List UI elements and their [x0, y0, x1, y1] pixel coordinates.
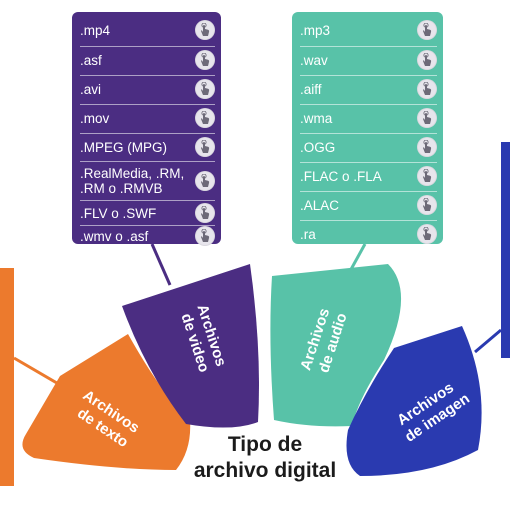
touch-hand-icon[interactable]	[417, 79, 437, 99]
audio-formats-panel: .mp3 .wav .aiff .wma .OGG .FLAC o .FLA .…	[292, 12, 443, 244]
divider	[300, 46, 437, 47]
diagram-title: Tipo de archivo digital	[190, 432, 340, 484]
connector-texto	[13, 356, 63, 388]
connector-video	[150, 243, 172, 286]
touch-hand-icon[interactable]	[195, 203, 215, 223]
divider	[80, 200, 215, 201]
touch-hand-icon[interactable]	[195, 79, 215, 99]
touch-hand-icon[interactable]	[417, 137, 437, 157]
audio-format-label: .FLAC o .FLA	[300, 168, 382, 184]
audio-format-row[interactable]: .wav	[300, 50, 437, 70]
wedge-imagen[interactable]	[346, 326, 482, 476]
divider	[80, 104, 215, 105]
video-format-label: .RealMedia, .RM, .RM o .RMVB	[80, 166, 185, 196]
touch-hand-icon[interactable]	[195, 171, 215, 191]
video-format-row[interactable]: .MPEG (MPG)	[80, 137, 215, 157]
audio-format-row[interactable]: .mp3	[300, 20, 437, 40]
connector-imagen	[474, 328, 502, 354]
audio-format-label: .ra	[300, 226, 316, 242]
divider	[80, 161, 215, 162]
touch-hand-icon[interactable]	[417, 50, 437, 70]
audio-format-label: .wav	[300, 52, 328, 68]
audio-format-label: .wma	[300, 110, 333, 126]
video-format-label: .mov	[80, 110, 110, 126]
divider	[300, 191, 437, 192]
wedge-texto[interactable]	[22, 334, 191, 470]
divider	[80, 75, 215, 76]
video-format-row[interactable]: .wmv o .asf	[80, 226, 215, 246]
video-format-row[interactable]: .RealMedia, .RM, .RM o .RMVB	[80, 166, 215, 196]
touch-hand-icon[interactable]	[195, 50, 215, 70]
divider	[300, 133, 437, 134]
divider	[300, 220, 437, 221]
touch-hand-icon[interactable]	[417, 20, 437, 40]
audio-format-row[interactable]: .wma	[300, 108, 437, 128]
audio-format-label: .ALAC	[300, 197, 340, 213]
video-format-label: .avi	[80, 81, 102, 97]
diagram-title-line2: archivo digital	[193, 459, 337, 482]
divider	[300, 104, 437, 105]
wedge-video[interactable]	[122, 264, 259, 428]
video-format-label: .MPEG (MPG)	[80, 139, 167, 155]
audio-format-row[interactable]: .ra	[300, 224, 437, 244]
video-format-row[interactable]: .avi	[80, 79, 215, 99]
audio-format-label: .OGG	[300, 139, 336, 155]
touch-hand-icon[interactable]	[417, 108, 437, 128]
divider	[300, 75, 437, 76]
touch-hand-icon[interactable]	[195, 226, 215, 246]
video-format-label: .FLV o .SWF	[80, 205, 157, 221]
video-format-row[interactable]: .mov	[80, 108, 215, 128]
touch-hand-icon[interactable]	[417, 166, 437, 186]
video-format-label: .mp4	[80, 22, 111, 38]
audio-format-row[interactable]: .FLAC o .FLA	[300, 166, 437, 186]
audio-format-label: .mp3	[300, 22, 331, 38]
video-format-label: .wmv o .asf	[80, 228, 149, 244]
audio-format-label: .aiff	[300, 81, 322, 97]
touch-hand-icon[interactable]	[195, 108, 215, 128]
video-format-row[interactable]: .FLV o .SWF	[80, 203, 215, 223]
video-format-row[interactable]: .mp4	[80, 20, 215, 40]
touch-hand-icon[interactable]	[417, 224, 437, 244]
wedge-audio[interactable]	[270, 264, 402, 427]
divider	[300, 162, 437, 163]
audio-format-row[interactable]: .OGG	[300, 137, 437, 157]
divider	[80, 225, 215, 226]
audio-format-row[interactable]: .aiff	[300, 79, 437, 99]
video-format-row[interactable]: .asf	[80, 50, 215, 70]
divider	[80, 46, 215, 47]
imagen-panel-edge	[501, 142, 510, 358]
audio-format-row[interactable]: .ALAC	[300, 195, 437, 215]
video-format-label: .asf	[80, 52, 102, 68]
diagram-title-line1: Tipo de	[227, 433, 303, 456]
touch-hand-icon[interactable]	[195, 20, 215, 40]
video-formats-panel: .mp4 .asf .avi .mov .MPEG (MPG) .RealMed…	[72, 12, 221, 246]
divider	[80, 133, 215, 134]
touch-hand-icon[interactable]	[417, 195, 437, 215]
touch-hand-icon[interactable]	[195, 137, 215, 157]
texto-panel-edge	[0, 268, 14, 486]
